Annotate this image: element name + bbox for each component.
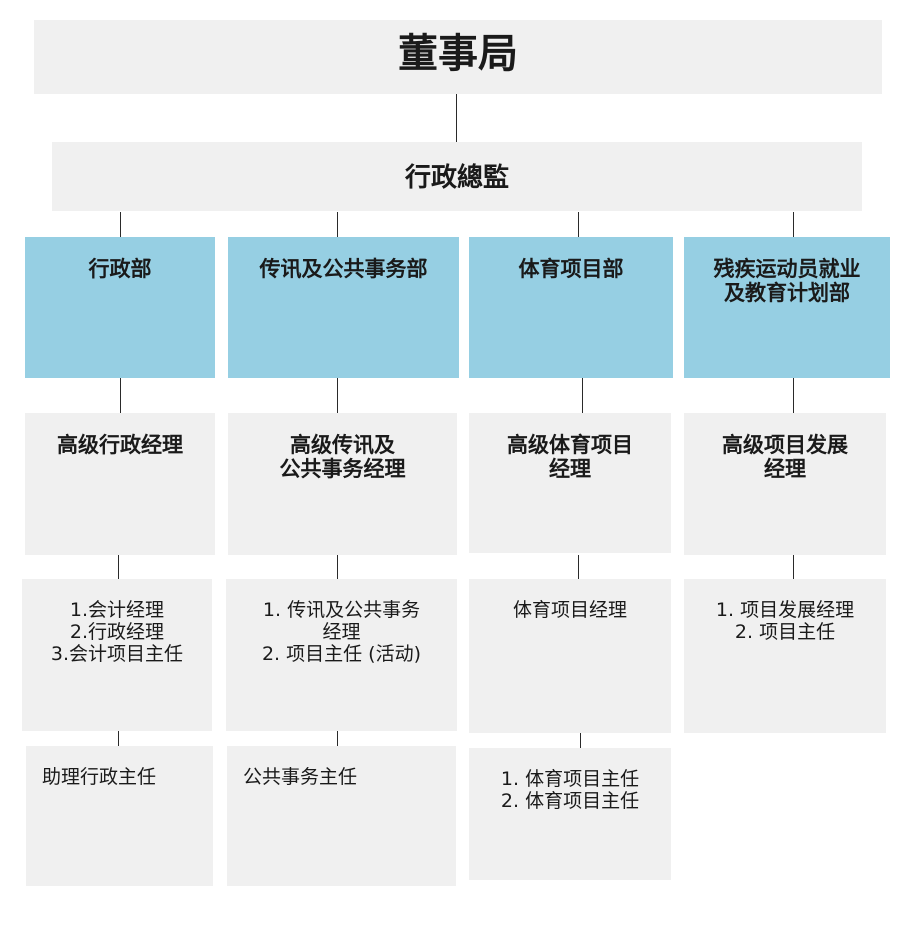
- manager-label: 1.会计经理 2.行政经理 3.会计项目主任: [50, 599, 184, 665]
- dept-label: 传讯及公共事务部: [259, 257, 428, 281]
- staff-label: 1. 体育项目主任 2. 体育项目主任: [500, 768, 640, 812]
- dept-label: 体育项目部: [518, 257, 624, 281]
- connector-line: [578, 555, 579, 579]
- ceo-box: 行政總監: [52, 142, 862, 211]
- connector-line: [337, 212, 338, 237]
- connector-line: [456, 94, 457, 142]
- senior-manager-label: 高级行政经理: [57, 433, 183, 457]
- connector-line: [793, 555, 794, 579]
- connector-line: [337, 731, 338, 746]
- ceo-label: 行政總監: [404, 163, 509, 193]
- manager-label: 1. 项目发展经理 2. 项目主任: [715, 599, 855, 643]
- dept-box-admin: 行政部: [25, 237, 215, 378]
- senior-manager-label: 高级传讯及 公共事务经理: [279, 433, 406, 481]
- dept-label: 残疾运动员就业 及教育计划部: [713, 257, 861, 305]
- staff-box: 1. 体育项目主任 2. 体育项目主任: [469, 748, 671, 880]
- manager-box: 1. 传讯及公共事务 经理 2. 项目主任 (活动): [226, 579, 457, 731]
- dept-label: 行政部: [88, 257, 152, 281]
- dept-box-sports: 体育项目部: [469, 237, 673, 378]
- senior-manager-label: 高级体育项目 经理: [507, 433, 633, 481]
- staff-box: 助理行政主任: [26, 746, 213, 886]
- manager-box: 体育项目经理: [469, 579, 671, 733]
- senior-manager-box: 高级项目发展 经理: [684, 413, 886, 555]
- senior-manager-box: 高级传讯及 公共事务经理: [228, 413, 457, 555]
- connector-line: [120, 378, 121, 413]
- staff-label: 助理行政主任: [42, 766, 157, 788]
- connector-line: [793, 378, 794, 413]
- manager-label: 体育项目经理: [512, 599, 627, 621]
- senior-manager-box: 高级行政经理: [25, 413, 215, 555]
- board-box: 董事局: [34, 20, 882, 94]
- connector-line: [337, 378, 338, 413]
- staff-label: 公共事务主任: [243, 766, 358, 788]
- senior-manager-box: 高级体育项目 经理: [469, 413, 671, 553]
- connector-line: [580, 731, 581, 748]
- manager-label: 1. 传讯及公共事务 经理 2. 项目主任 (活动): [261, 599, 422, 665]
- connector-line: [582, 378, 583, 413]
- senior-manager-label: 高级项目发展 经理: [722, 433, 848, 481]
- connector-line: [793, 212, 794, 237]
- connector-line: [578, 212, 579, 237]
- dept-box-comms: 传讯及公共事务部: [228, 237, 459, 378]
- connector-line: [120, 212, 121, 237]
- connector-line: [118, 555, 119, 579]
- staff-box: 公共事务主任: [227, 746, 456, 886]
- connector-line: [337, 555, 338, 579]
- manager-box: 1. 项目发展经理 2. 项目主任: [684, 579, 886, 733]
- connector-line: [118, 731, 119, 746]
- dept-box-athlete-career: 残疾运动员就业 及教育计划部: [684, 237, 890, 378]
- manager-box: 1.会计经理 2.行政经理 3.会计项目主任: [22, 579, 212, 731]
- board-label: 董事局: [398, 31, 518, 77]
